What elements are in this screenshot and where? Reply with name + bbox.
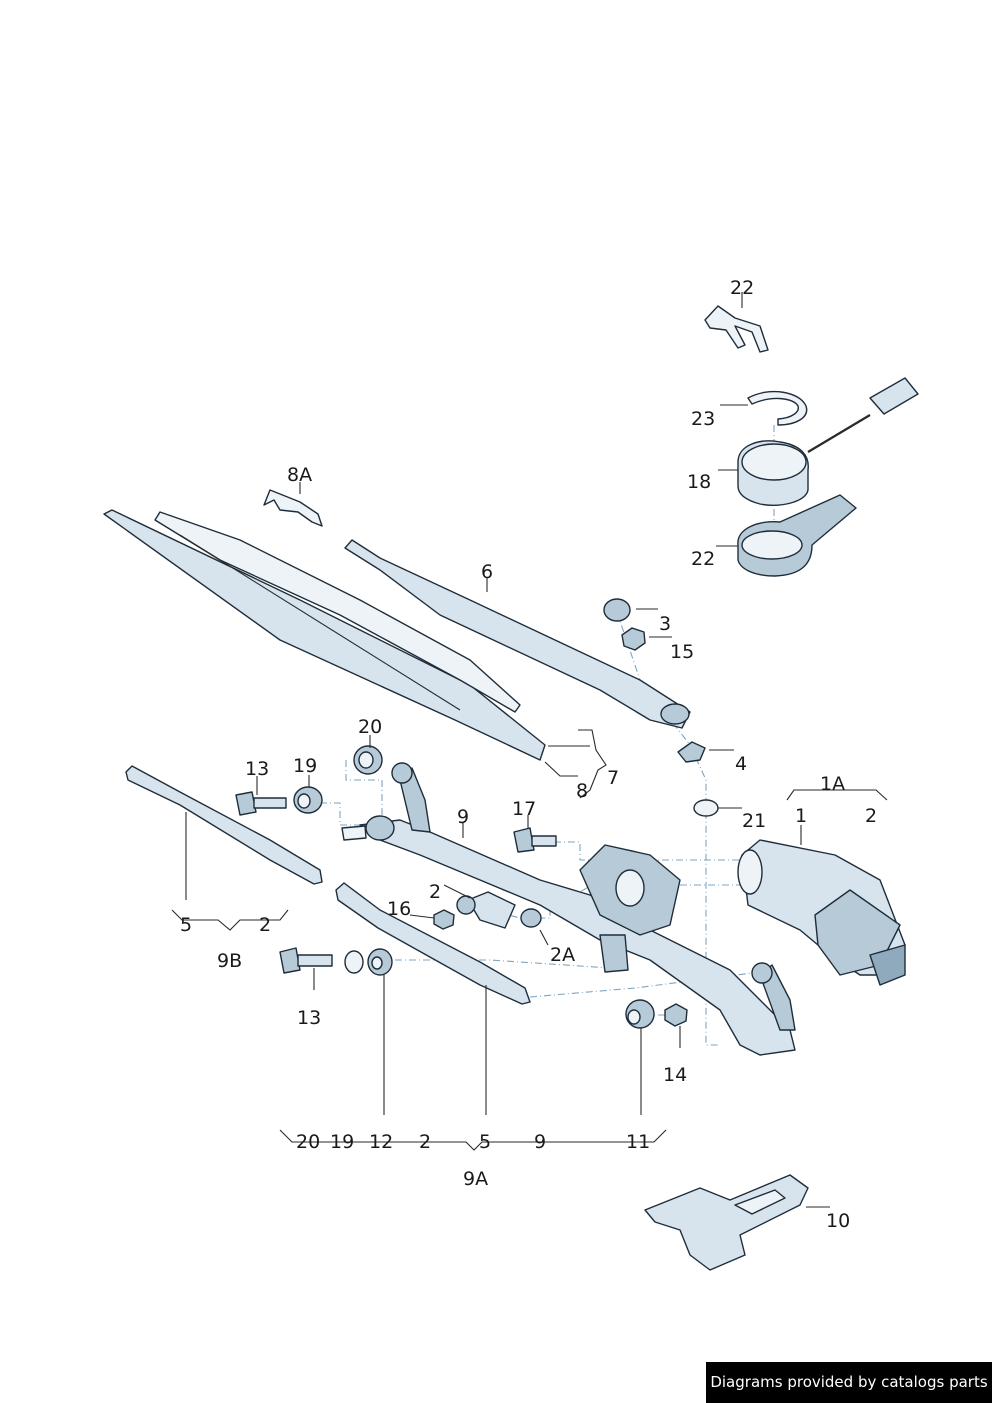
part-3-cap <box>603 598 631 622</box>
part-8A-clip <box>263 489 323 527</box>
callout-9A: 9A <box>463 1168 488 1190</box>
callout-6: 6 <box>481 561 493 583</box>
part-13-bolt-bottom <box>279 947 333 974</box>
kit-9A-item: 20 <box>296 1131 320 1153</box>
callout-23: 23 <box>691 408 715 430</box>
part-6-wiper-arm <box>344 539 691 729</box>
callout-17: 17 <box>512 798 536 820</box>
kit-9A-item: 5 <box>479 1131 491 1153</box>
kit-9A-item: 9 <box>534 1131 546 1153</box>
callout-7: 7 <box>607 767 619 789</box>
part-washer-bottom <box>344 950 364 974</box>
callout-21: 21 <box>742 810 766 832</box>
callout-2-right: 2 <box>865 805 877 827</box>
diagram-credit-banner: Diagrams provided by catalogs parts <box>706 1362 992 1403</box>
part-4-washer <box>677 741 706 763</box>
part-20-bushing-top <box>353 745 383 775</box>
callout-4: 4 <box>735 753 747 775</box>
part-5-link-rod-9A <box>335 882 531 1005</box>
callout-labels: 22 23 18 22 8A 6 3 15 20 4 7 8 13 19 1A … <box>180 277 877 1232</box>
callout-3: 3 <box>659 613 671 635</box>
callout-8: 8 <box>576 780 588 802</box>
callout-1A: 1A <box>820 773 845 795</box>
part-13-bolt-top <box>235 791 287 816</box>
callout-5-9B: 5 <box>180 914 192 936</box>
callout-14: 14 <box>663 1064 687 1086</box>
callout-9: 9 <box>457 806 469 828</box>
callout-22-bottom: 22 <box>691 548 715 570</box>
part-2-pivot-bearing <box>456 891 516 929</box>
kit-9A-item: 19 <box>330 1131 354 1153</box>
kit-9A-item: 11 <box>626 1131 650 1153</box>
callout-19-top: 19 <box>293 755 317 777</box>
callout-20-top: 20 <box>358 716 382 738</box>
part-12-bushing <box>367 948 393 976</box>
part-16-nut <box>433 909 455 930</box>
part-9-linkage-frame <box>341 762 796 1056</box>
kit-9A-contents: 20 19 12 2 5 9 11 <box>296 1131 650 1153</box>
callout-15: 15 <box>670 641 694 663</box>
part-1-wiper-motor <box>737 839 906 986</box>
part-23-retaining-ring <box>747 390 808 426</box>
part-22-clip-top <box>704 305 769 353</box>
part-22-sensor-bracket <box>737 494 857 577</box>
callout-2-9B: 2 <box>259 914 271 936</box>
part-8-wiper-blade <box>103 509 546 761</box>
part-14-nut <box>664 1003 688 1027</box>
kit-9A-item: 12 <box>369 1131 393 1153</box>
callout-16: 16 <box>387 898 411 920</box>
part-21-seal <box>693 799 719 817</box>
leader-lines <box>171 292 888 1208</box>
part-2A-bushing <box>520 908 542 928</box>
callout-2-mid: 2 <box>429 881 441 903</box>
callout-13-bottom: 13 <box>297 1007 321 1029</box>
callout-8A: 8A <box>287 464 312 486</box>
callout-22-top: 22 <box>730 277 754 299</box>
part-18-sensor-with-connector <box>737 377 919 506</box>
part-15-nut <box>621 627 646 651</box>
callout-13-top: 13 <box>245 758 269 780</box>
callout-10: 10 <box>826 1210 850 1232</box>
credit-text: Diagrams provided by catalogs parts <box>710 1373 988 1391</box>
callout-1: 1 <box>795 805 807 827</box>
callout-18: 18 <box>687 471 711 493</box>
kit-9A-item: 2 <box>419 1131 431 1153</box>
part-5-link-rod-9B <box>125 765 323 885</box>
part-10-bracket <box>644 1174 809 1271</box>
callout-2A: 2A <box>550 944 575 966</box>
part-11-grommet <box>625 999 655 1029</box>
assembly-guide-lines <box>320 425 841 1046</box>
callout-9B: 9B <box>217 950 242 972</box>
part-17-bolt <box>513 827 557 853</box>
part-19-bushing-top <box>293 786 323 814</box>
